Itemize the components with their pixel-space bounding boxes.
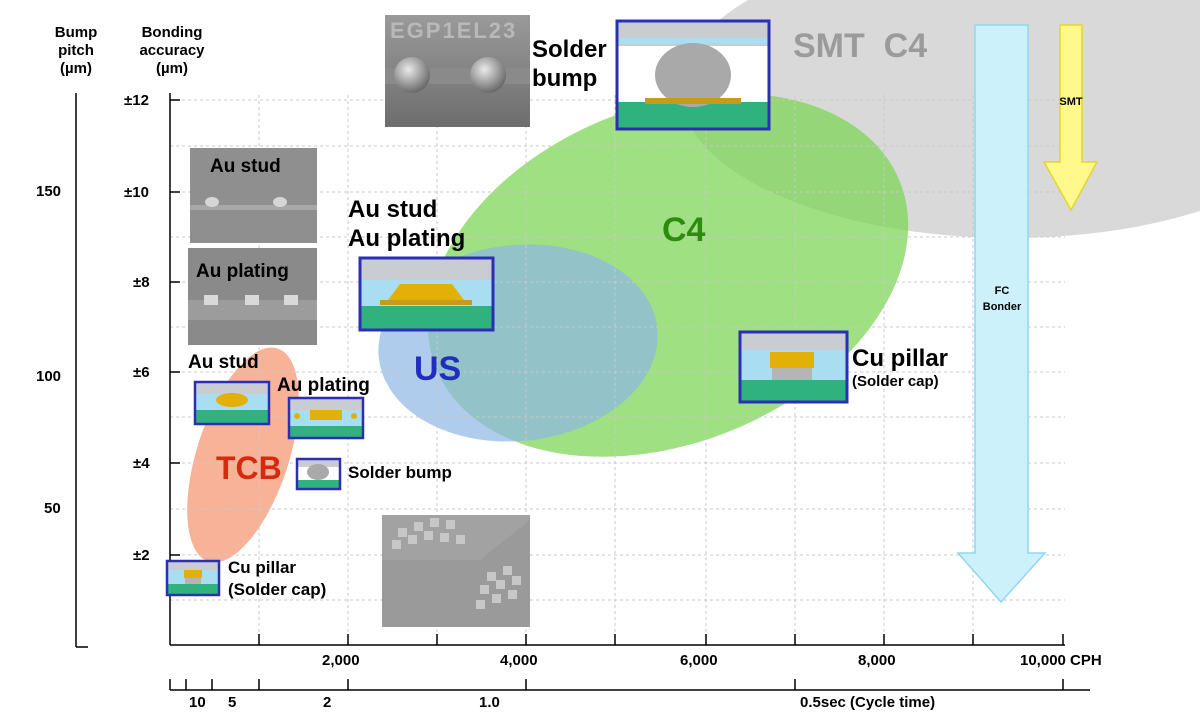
axes <box>75 93 1090 691</box>
cph-tick-4000: 4,000 <box>500 652 538 669</box>
pitch-tick-150: 150 <box>36 183 62 200</box>
cu-pillar-small-label-line1: Cu pillar <box>228 558 297 577</box>
cu-pillar-sem-photo <box>382 515 530 627</box>
top-photo-watermark: EGP1EL23 <box>390 18 518 43</box>
bonding-accuracy-header: Bonding accuracy (µm) <box>132 24 212 78</box>
bonding-accuracy-header-line2: accuracy <box>139 42 205 59</box>
solder-bump-cross-section-small <box>295 457 342 491</box>
cph-tick-6000: 6,000 <box>680 652 718 669</box>
bonding-accuracy-header-unit: (µm) <box>156 60 188 77</box>
au-plating-photo-caption: Au plating <box>196 261 289 282</box>
au-stud-sem-photo <box>190 148 317 243</box>
au-plating-small-label: Au plating <box>277 375 370 396</box>
accuracy-tick-8: ±8 <box>133 274 150 291</box>
cu-pillar-cross-section-small <box>165 559 221 597</box>
pitch-tick-100: 100 <box>36 368 62 385</box>
au-stud-cross-section-small <box>193 380 271 426</box>
bump-pitch-header-line1: Bump <box>54 24 98 41</box>
accuracy-tick-6: ±6 <box>133 364 150 381</box>
bonding-accuracy-header-line1: Bonding <box>141 24 203 41</box>
pitch-tick-50: 50 <box>44 500 61 517</box>
cph-tick-8000: 8,000 <box>858 652 896 669</box>
cycle-tick-0-5sec: 0.5sec (Cycle time) <box>800 694 936 711</box>
smt-arrow-label: SMT <box>1059 96 1083 108</box>
solder-bump-cross-section <box>615 19 771 131</box>
bump-pitch-header-unit: (µm) <box>60 60 92 77</box>
fc-bonder-label: FC Bonder <box>978 283 1026 315</box>
c4-label: C4 <box>662 211 706 249</box>
accuracy-tick-4: ±4 <box>133 455 150 472</box>
au-stud-small-label: Au stud <box>188 352 259 373</box>
au-stud-label-large: Au stud <box>348 196 438 223</box>
au-plating-label-large: Au plating <box>348 225 466 252</box>
bump-pitch-header: Bump pitch (µm) <box>52 24 100 78</box>
accuracy-tick-12: ±12 <box>124 92 149 109</box>
smt-arrow <box>1042 24 1099 212</box>
cu-pillar-cross-section-large <box>738 330 849 404</box>
solder-cap-right-label: (Solder cap) <box>852 373 939 390</box>
tcb-region <box>187 347 299 563</box>
cph-tick-10000: 10,000 CPH <box>1020 652 1102 669</box>
cycle-tick-10: 10 <box>189 694 206 711</box>
us-au-cross-section <box>358 256 495 332</box>
solder-bump-small-label: Solder bump <box>348 463 452 482</box>
au-plating-cross-section-small <box>287 396 365 440</box>
tcb-label: TCB <box>216 450 282 486</box>
solder-bump-top-label: Solder bump <box>532 35 607 93</box>
au-stud-au-plating-label: Au stud Au plating <box>348 195 465 253</box>
cycle-tick-5: 5 <box>228 694 237 711</box>
accuracy-tick-10: ±10 <box>124 184 149 201</box>
au-plating-sem-photo <box>188 248 317 345</box>
fc-bonder-label-line2: Bonder <box>982 301 1022 313</box>
solder-bump-top-label-line2: bump <box>532 65 598 92</box>
smt-c4-label: SMT C4 <box>793 27 928 65</box>
cycle-tick-2: 2 <box>323 694 332 711</box>
cu-pillar-small-label-line2: (Solder cap) <box>228 580 327 599</box>
cu-pillar-right-label: Cu pillar <box>852 345 949 372</box>
cu-pillar-small-label: Cu pillar (Solder cap) <box>228 557 326 601</box>
fc-bonder-arrow <box>956 24 1047 604</box>
fc-bonder-label-line1: FC <box>994 285 1010 297</box>
solder-bump-sem-photo <box>385 15 530 127</box>
au-stud-photo-caption: Au stud <box>210 156 281 177</box>
us-label: US <box>414 350 462 388</box>
cph-tick-2000: 2,000 <box>322 652 360 669</box>
bump-pitch-header-line2: pitch <box>58 42 94 59</box>
accuracy-tick-2: ±2 <box>133 547 150 564</box>
solder-bump-top-label-line1: Solder <box>532 36 607 63</box>
cycle-tick-1: 1.0 <box>479 694 500 711</box>
